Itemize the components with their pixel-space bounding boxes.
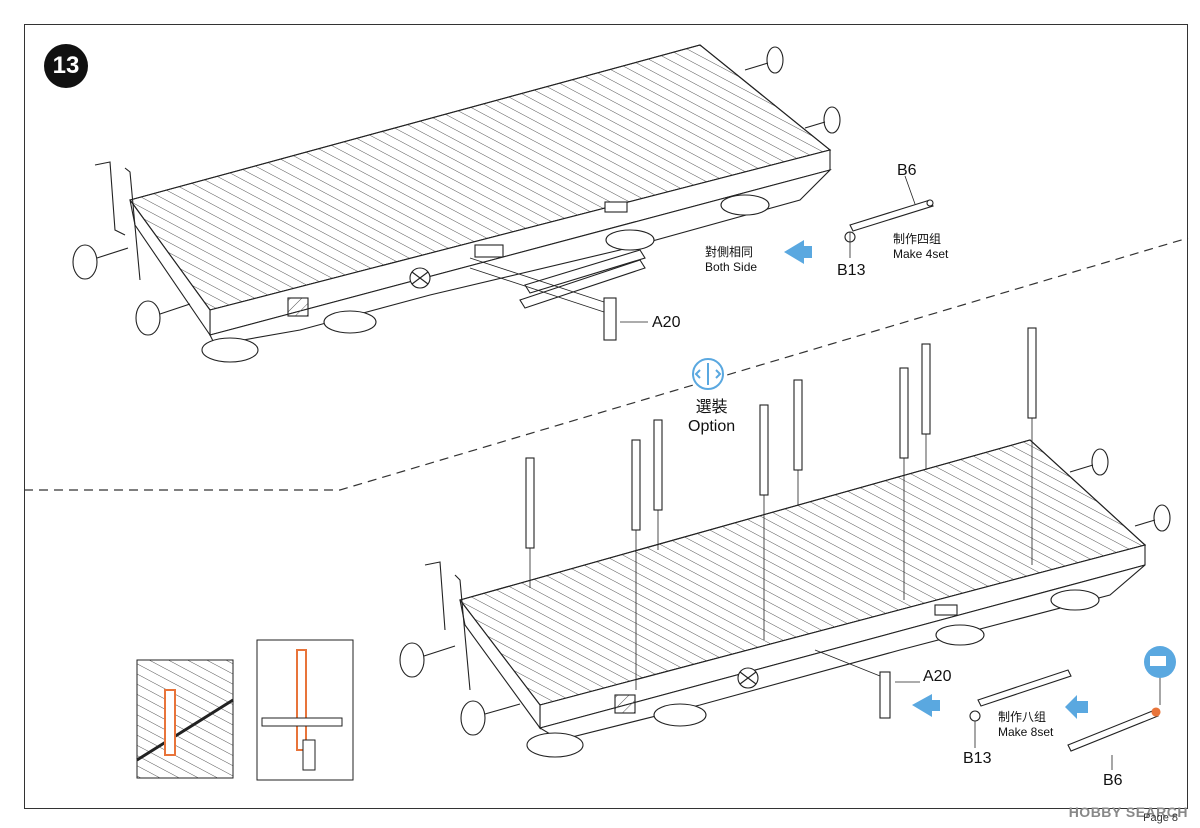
- note-make-8: 制作八组 Make 8set: [998, 710, 1053, 740]
- detail-inset-right: [256, 639, 354, 781]
- note-make-4: 制作四组 Make 4set: [893, 232, 948, 262]
- option-icon: [692, 358, 724, 390]
- option-label-cn: 選裝: [695, 399, 728, 416]
- bottom-b6-b13: [969, 669, 1161, 770]
- watermark-logo: HOBBY SEARCH: [1068, 804, 1188, 820]
- note-both-side-cn: 對側相同: [705, 245, 754, 259]
- label-a20-top: A20: [652, 314, 681, 331]
- detail-inset-left: [136, 659, 234, 779]
- bottom-wagon: [399, 439, 1171, 758]
- step-number: 13: [52, 52, 80, 79]
- note-both-side: 對側相同 Both Side: [705, 245, 757, 275]
- label-a20-bottom: A20: [923, 668, 952, 685]
- page-frame: [24, 24, 1188, 809]
- top-b6-b13: [844, 175, 934, 258]
- label-b13-top: B13: [837, 262, 866, 279]
- note-make-4-cn: 制作四组: [893, 232, 942, 246]
- glue-icon: [1144, 646, 1176, 678]
- label-b6-top: B6: [897, 162, 917, 179]
- bottom-a20-part: [814, 649, 920, 719]
- label-b6-bottom: B6: [1103, 772, 1123, 789]
- note-make-4-en: Make 4set: [893, 247, 949, 261]
- page-number: Page 8: [1143, 812, 1178, 824]
- separator-dashed-line: [24, 237, 1189, 491]
- bottom-stakes: [525, 327, 1037, 690]
- note-make-8-en: Make 8set: [998, 725, 1054, 739]
- label-b13-bottom: B13: [963, 750, 992, 767]
- top-wagon: [72, 44, 841, 363]
- arrow-left-icon: [784, 240, 1088, 719]
- step-number-badge: 13: [44, 44, 88, 88]
- option-label: 選裝 Option: [688, 398, 735, 436]
- top-a20-part: [469, 249, 648, 341]
- option-label-en: Option: [688, 418, 736, 435]
- note-make-8-cn: 制作八组: [998, 710, 1047, 724]
- note-both-side-en: Both Side: [705, 260, 758, 274]
